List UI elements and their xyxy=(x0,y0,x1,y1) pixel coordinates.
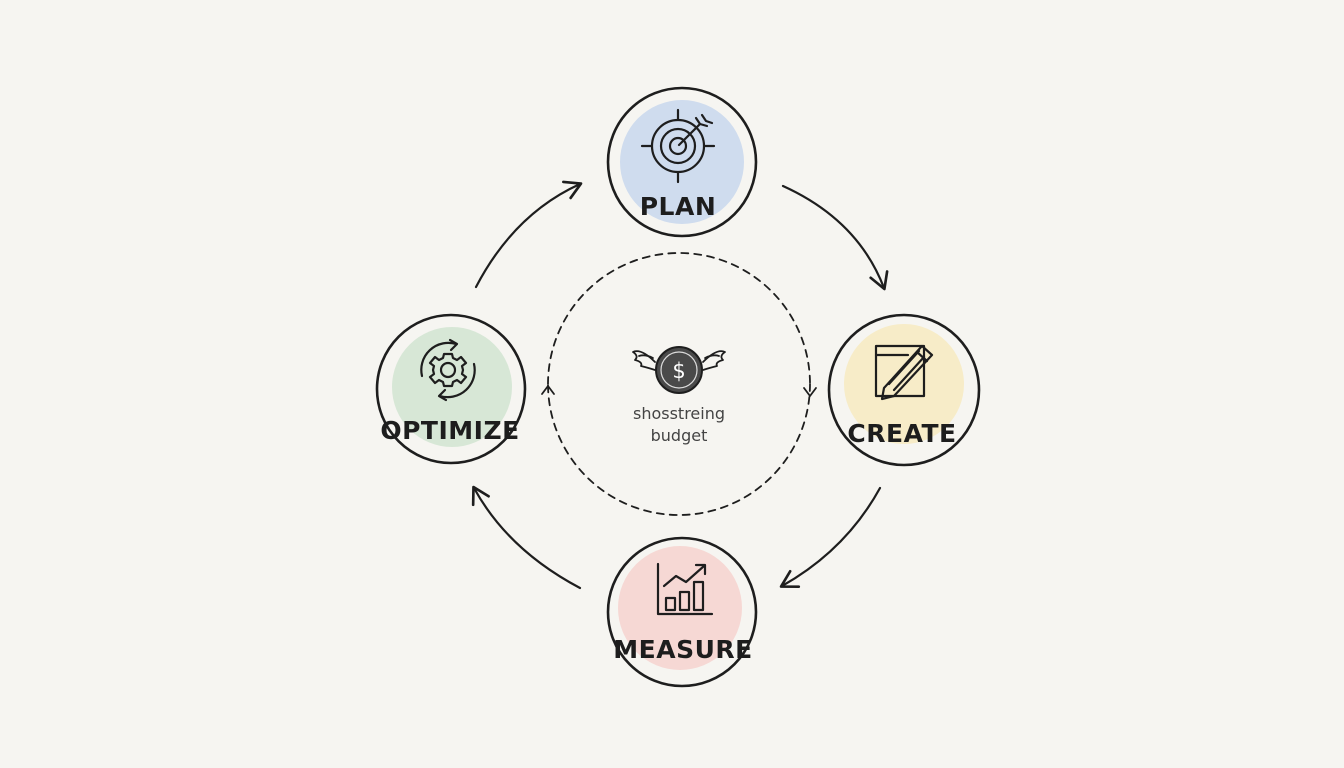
arrow-optimize-to-plan xyxy=(474,180,583,289)
gear-cycle-icon xyxy=(420,338,476,402)
center-caption-line1: shosstreing xyxy=(633,404,725,423)
dashed-arrowhead-left xyxy=(541,385,555,395)
arrow-measure-to-optimize xyxy=(471,485,582,590)
inner-dashed-cycle xyxy=(541,252,817,516)
step-measure: MEASURE xyxy=(606,536,758,688)
step-create-ring xyxy=(827,313,981,467)
dashed-arrowhead-right xyxy=(803,387,817,397)
step-plan-label: PLAN xyxy=(640,192,717,221)
pencil-notepad-icon xyxy=(874,344,934,401)
step-plan-ring xyxy=(606,86,758,238)
step-plan: PLAN xyxy=(606,86,758,238)
step-create-label: CREATE xyxy=(847,419,956,448)
step-optimize: OPTIMIZE xyxy=(375,313,527,465)
step-optimize-label: OPTIMIZE xyxy=(380,416,519,445)
arrow-create-to-measure xyxy=(779,486,882,588)
target-arrow-icon xyxy=(640,108,716,184)
step-measure-label: MEASURE xyxy=(613,635,752,664)
bar-chart-trend-icon xyxy=(656,562,714,616)
step-measure-ring xyxy=(606,536,758,688)
winged-dollar-coin-icon: $ xyxy=(632,346,726,394)
step-optimize-ring xyxy=(375,313,527,465)
arrow-plan-to-create xyxy=(781,184,889,291)
center-caption-line2: budget xyxy=(651,426,708,445)
step-create: CREATE xyxy=(827,313,981,467)
svg-text:$: $ xyxy=(672,359,685,383)
